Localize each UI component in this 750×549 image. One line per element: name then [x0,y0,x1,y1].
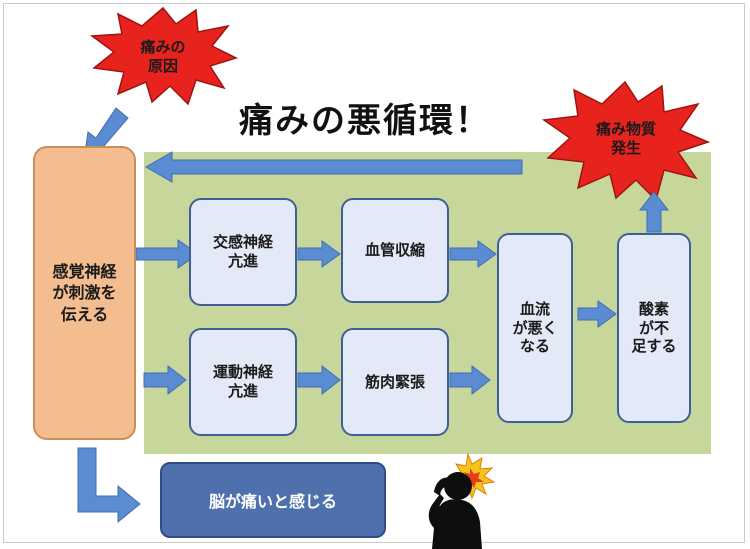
substance-burst-label: 痛み物質 発生 [595,119,656,158]
oxygen-box: 酸素 が不 足する [617,233,691,423]
diagram-title: 痛みの悪循環！ [239,100,491,141]
muscle-box: 筋肉緊張 [341,328,449,436]
sensory-nerve-box: 感覚神経 が刺激を 伝える [33,146,136,440]
arrow-to-brain [77,447,141,524]
arrow-muscle-to-bloodflow [449,364,491,396]
outer-frame [3,3,745,543]
bloodflow-box: 血流 が悪く なる [497,233,573,423]
cause-burst-label: 痛みの 原因 [140,37,186,76]
arrow-to-oxygen [577,300,617,328]
vasoconstriction-box: 血管収縮 [341,198,449,303]
arrow-to-muscle [297,364,341,396]
cause-burst-shape [89,6,239,106]
feedback-arrow [144,151,523,183]
arrow-to-substance [638,191,670,233]
brain-box: 脳が痛いと感じる [160,462,386,538]
arrow-vaso-to-bloodflow [449,240,497,268]
arrow-to-sympathetic [135,239,199,269]
sympathetic-box: 交感神経 亢進 [189,198,297,306]
substance-burst-shape [541,80,711,202]
motor-box: 運動神経 亢進 [189,328,297,436]
headache-figure-icon [428,452,496,549]
arrow-to-vasoconstriction [297,240,341,268]
arrow-to-motor [143,364,187,396]
